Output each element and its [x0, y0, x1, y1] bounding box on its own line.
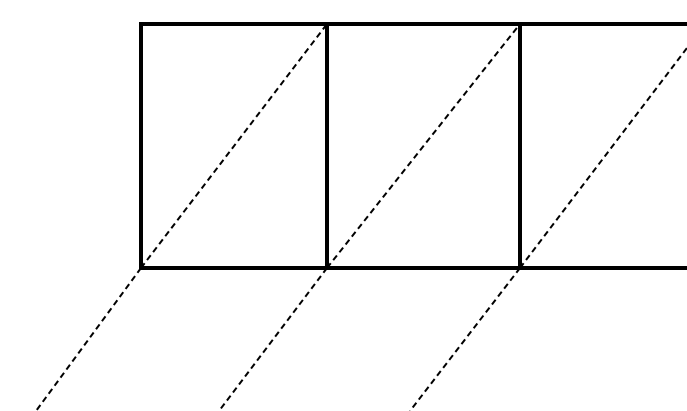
extension-line-2 — [218, 267, 328, 411]
extension-line-3 — [409, 267, 521, 411]
square-2-diagonal — [326, 23, 521, 269]
square-3-diagonal — [519, 47, 687, 269]
square-1-diagonal — [140, 23, 328, 269]
extension-line-1 — [35, 267, 142, 411]
